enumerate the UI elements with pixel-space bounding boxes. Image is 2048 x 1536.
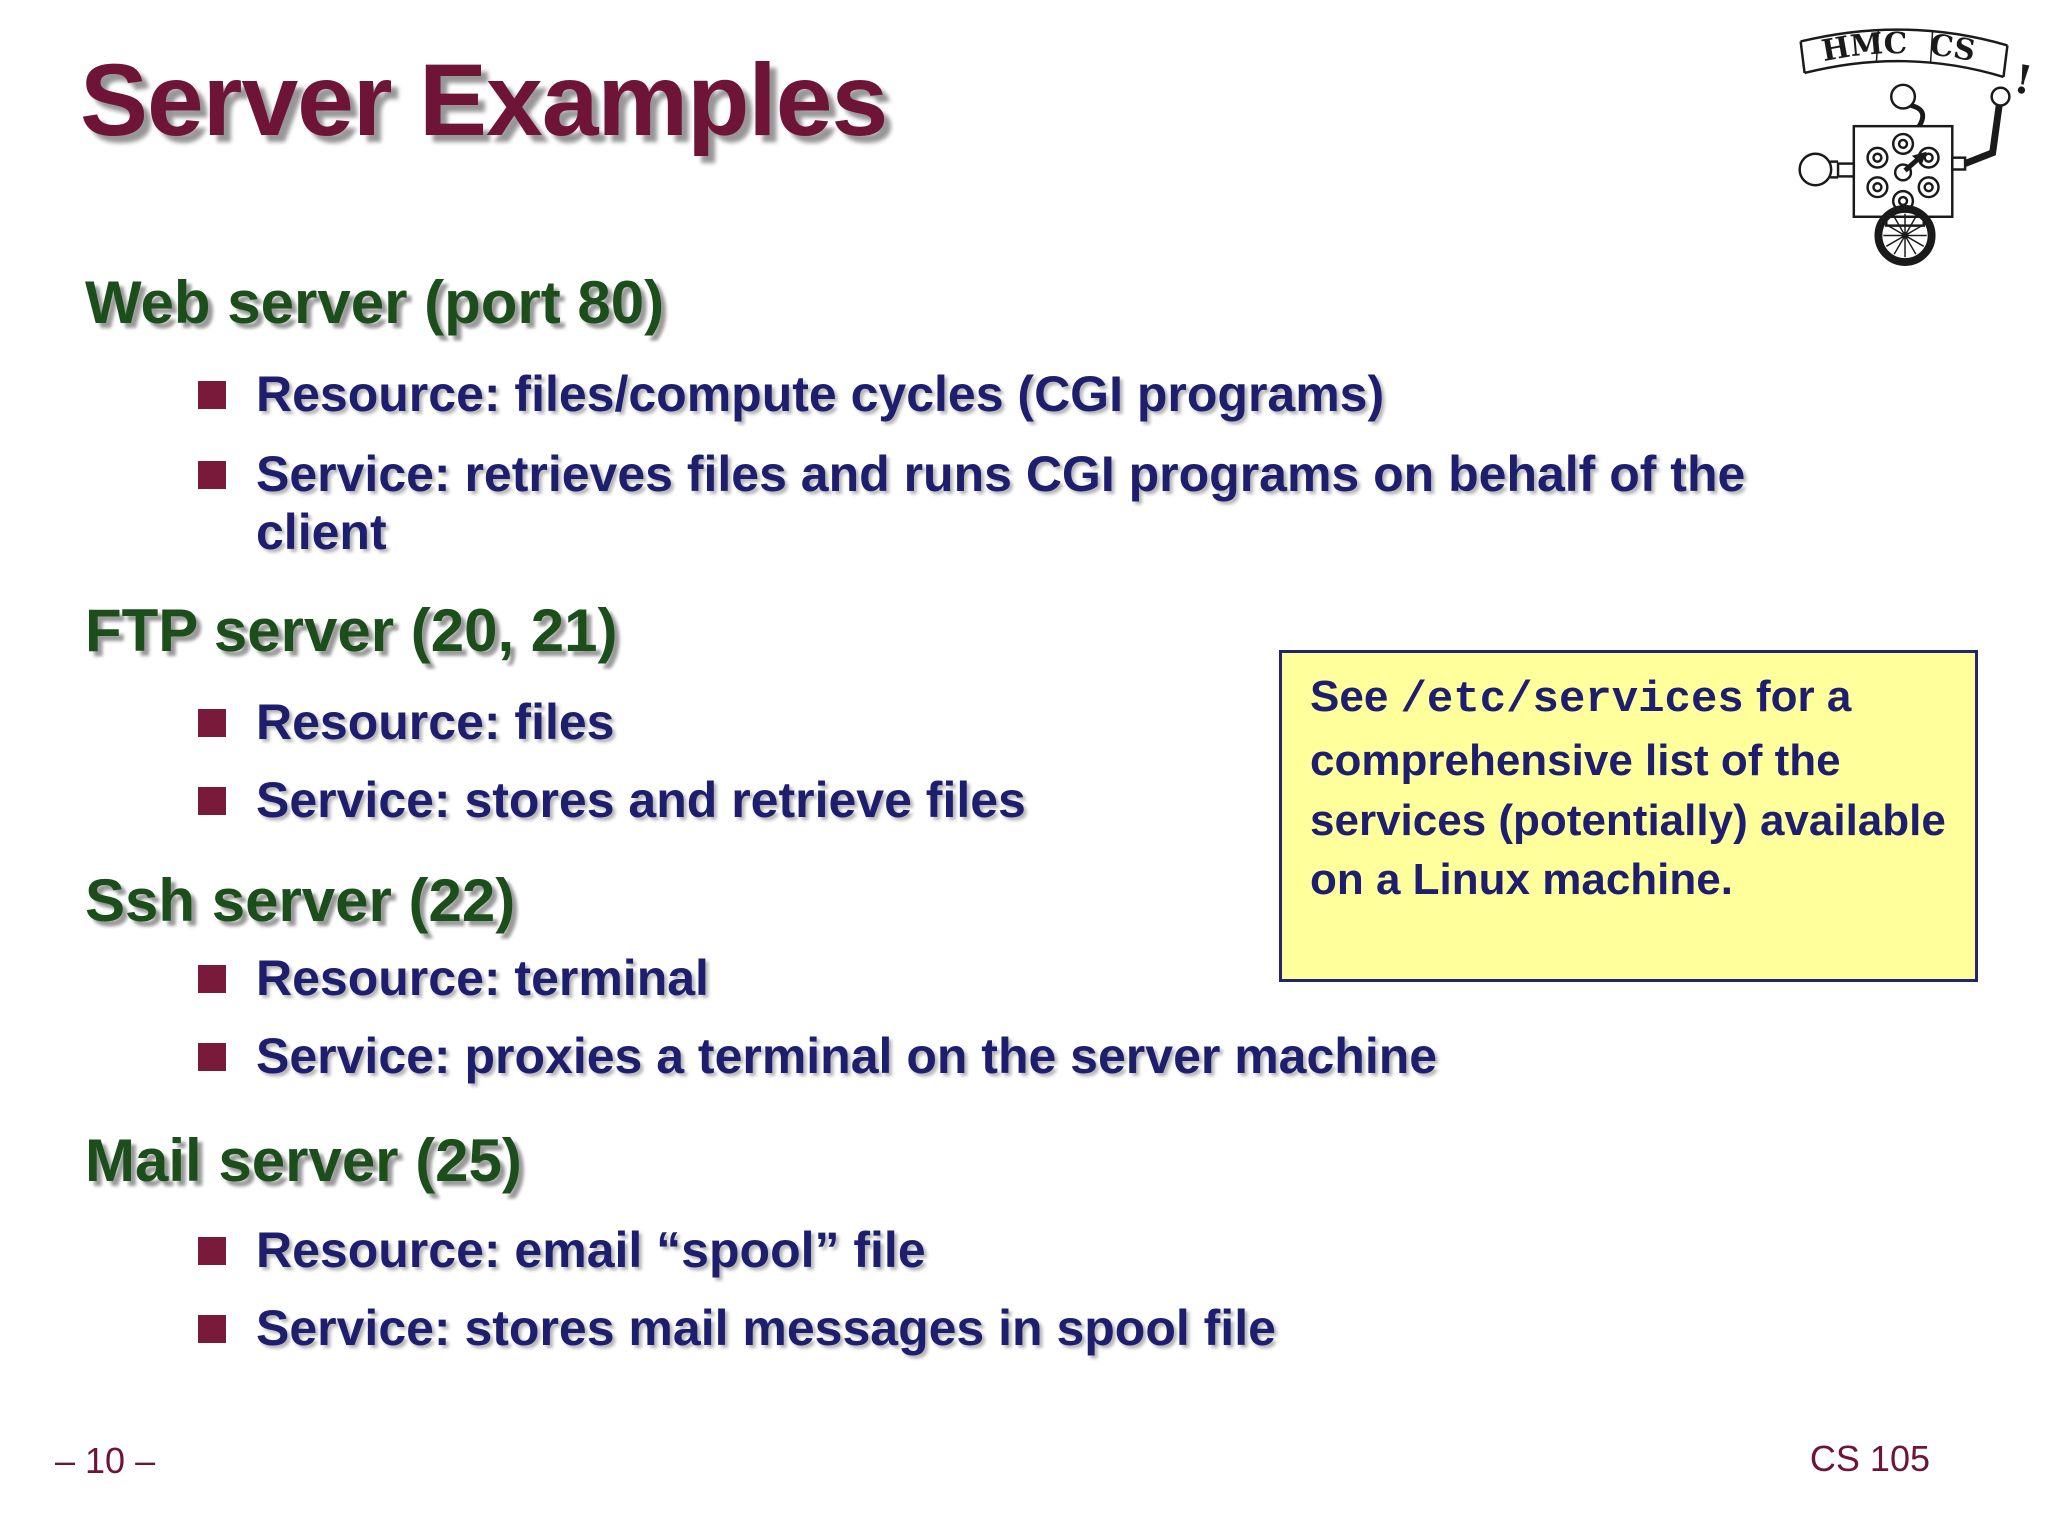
bullet-square-icon (198, 461, 226, 489)
bullet-square-icon (198, 1043, 226, 1071)
callout-code-path: /etc/services (1400, 675, 1744, 725)
bullet-square-icon (198, 381, 226, 409)
list-item: Service: proxies a terminal on the serve… (198, 1028, 1838, 1086)
list-item: Resource: files/compute cycles (CGI prog… (198, 366, 1838, 424)
list-item: Service: stores and retrieve files (198, 772, 1838, 830)
hmc-cs-logo: HMC CS ! (1782, 8, 2036, 266)
list-item: Resource: email “spool” file (198, 1222, 1838, 1280)
section-heading-mail-server: Mail server (25) (85, 1127, 522, 1194)
logo-exclamation: ! (2011, 56, 2030, 104)
list-item: Resource: files (198, 694, 1838, 752)
bullet-square-icon (198, 709, 226, 737)
callout-text: See /etc/services for a comprehensive li… (1310, 667, 1947, 910)
bullet-square-icon (198, 787, 226, 815)
bullet-square-icon (198, 1315, 226, 1343)
bullet-text: Service: stores mail messages in spool f… (256, 1300, 1276, 1356)
callout-prefix: See (1310, 672, 1401, 721)
svg-text:CS: CS (1928, 27, 1978, 69)
bullet-text: Service: retrieves files and runs CGI pr… (256, 446, 1746, 560)
callout-suffix: for a comprehensive list of the services… (1310, 672, 1946, 905)
list-item: Service: stores mail messages in spool f… (198, 1300, 1838, 1358)
bullet-text: Resource: terminal (256, 950, 709, 1006)
bullet-text: Resource: files/compute cycles (CGI prog… (256, 366, 1385, 422)
bullet-text: Resource: files (256, 694, 615, 750)
list-item: Service: retrieves files and runs CGI pr… (198, 446, 1838, 561)
list-item: Resource: terminal (198, 950, 1838, 1008)
section-heading-ssh-server: Ssh server (22) (85, 867, 516, 934)
bullet-square-icon (198, 965, 226, 993)
etc-services-callout: See /etc/services for a comprehensive li… (1279, 650, 1978, 982)
bullet-text: Resource: email “spool” file (256, 1222, 926, 1278)
bullet-square-icon (198, 1237, 226, 1265)
logo-banner-right-text: CS (1928, 27, 1978, 69)
section-heading-ftp-server: FTP server (20, 21) (85, 597, 618, 664)
section-heading-web-server: Web server (port 80) (85, 269, 665, 336)
page-number: – 10 – (55, 1440, 156, 1481)
page-title: Server Examples (80, 43, 888, 157)
bullet-text: Service: proxies a terminal on the serve… (256, 1028, 1438, 1084)
bullet-text: Service: stores and retrieve files (256, 772, 1026, 828)
course-label: CS 105 (1809, 1438, 1930, 1479)
